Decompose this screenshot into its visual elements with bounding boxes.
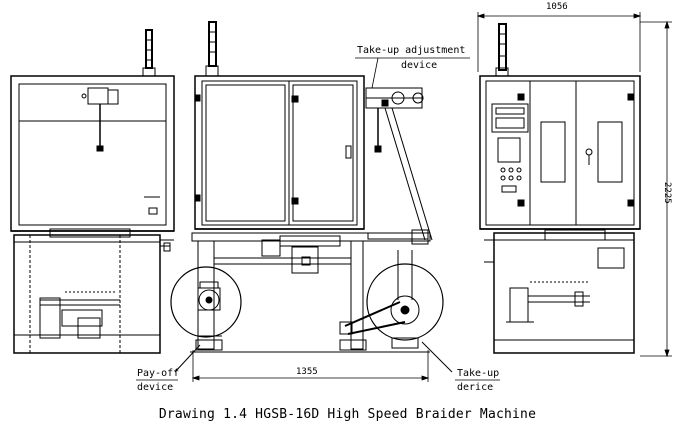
dimension-height-right: 2225	[662, 182, 672, 204]
left-side-view	[10, 29, 175, 354]
figure-caption: Drawing 1.4 HGSB-16D High Speed Braider …	[158, 407, 537, 422]
dimension-lines	[136, 12, 672, 382]
takeup-label-line2: derice	[457, 382, 494, 393]
dimension-width-right: 1056	[546, 2, 568, 12]
payoff-label-line2: device	[137, 382, 174, 393]
front-view	[170, 21, 453, 373]
takeup-adjustment-label-line1: Take-up adjustment	[357, 45, 466, 56]
right-side-view	[479, 23, 641, 354]
takeup-label-line1: Take-up	[457, 368, 500, 379]
takeup-adjustment-label-line2: device	[401, 60, 438, 71]
payoff-label-line1: Pay-off	[137, 368, 180, 379]
dimension-width-middle: 1355	[296, 367, 318, 377]
